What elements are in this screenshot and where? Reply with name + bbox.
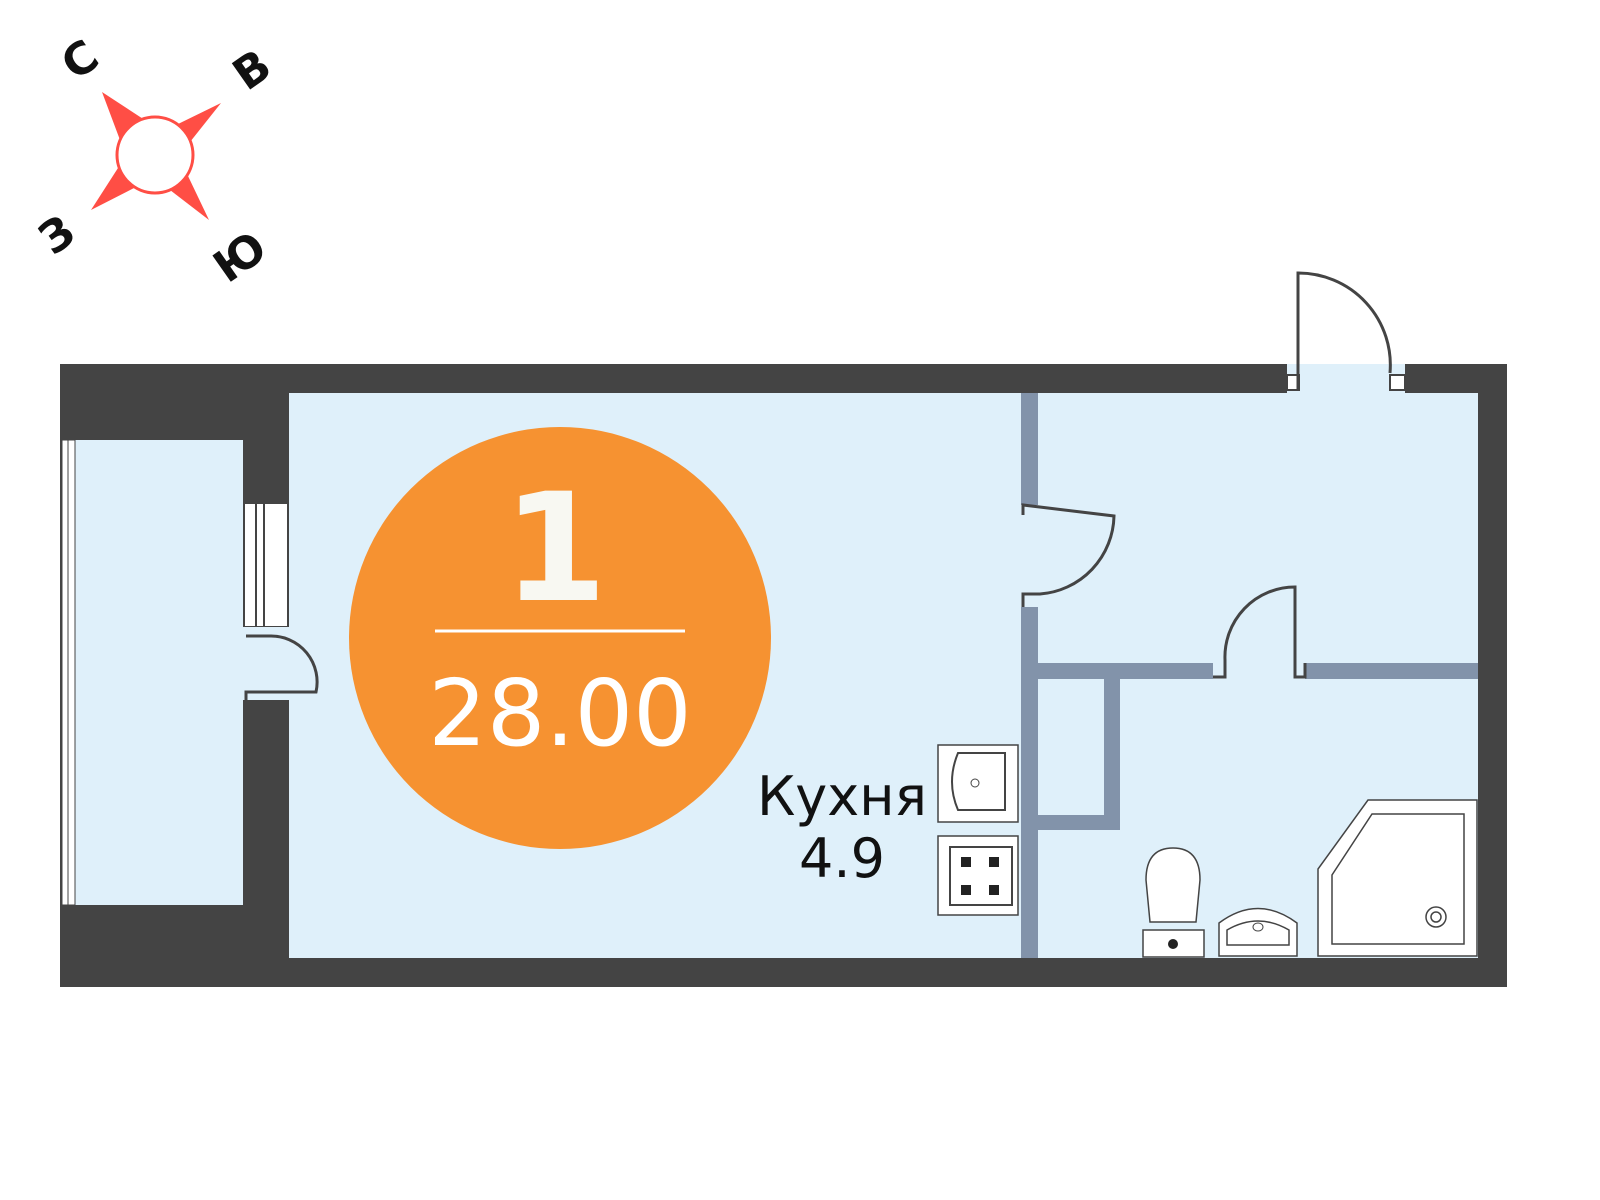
compass-east: В [224,40,281,101]
room-count: 1 [503,462,607,636]
toilet-icon [1142,847,1205,958]
washbasin-icon [1218,907,1298,957]
kitchen-door[interactable] [1021,503,1116,607]
bathroom-door[interactable] [1213,585,1307,679]
compass-south: Ю [205,222,277,293]
sink-icon [937,744,1019,823]
balcony-floor [62,440,243,905]
partition-walls [1021,393,1478,958]
kitchen-area: 4.9 [799,827,885,890]
compass-west: З [30,206,85,266]
window [243,502,289,628]
stove-icon [937,835,1019,916]
shower-icon [1317,799,1478,957]
kitchen-label: Кухня [757,765,927,828]
apartment-badge [349,427,771,849]
balcony-door [244,634,319,700]
entrance-door[interactable] [1296,271,1392,390]
compass-rose-icon [91,92,221,220]
total-area: 28.00 [428,660,691,767]
compass-north: С [52,30,108,90]
